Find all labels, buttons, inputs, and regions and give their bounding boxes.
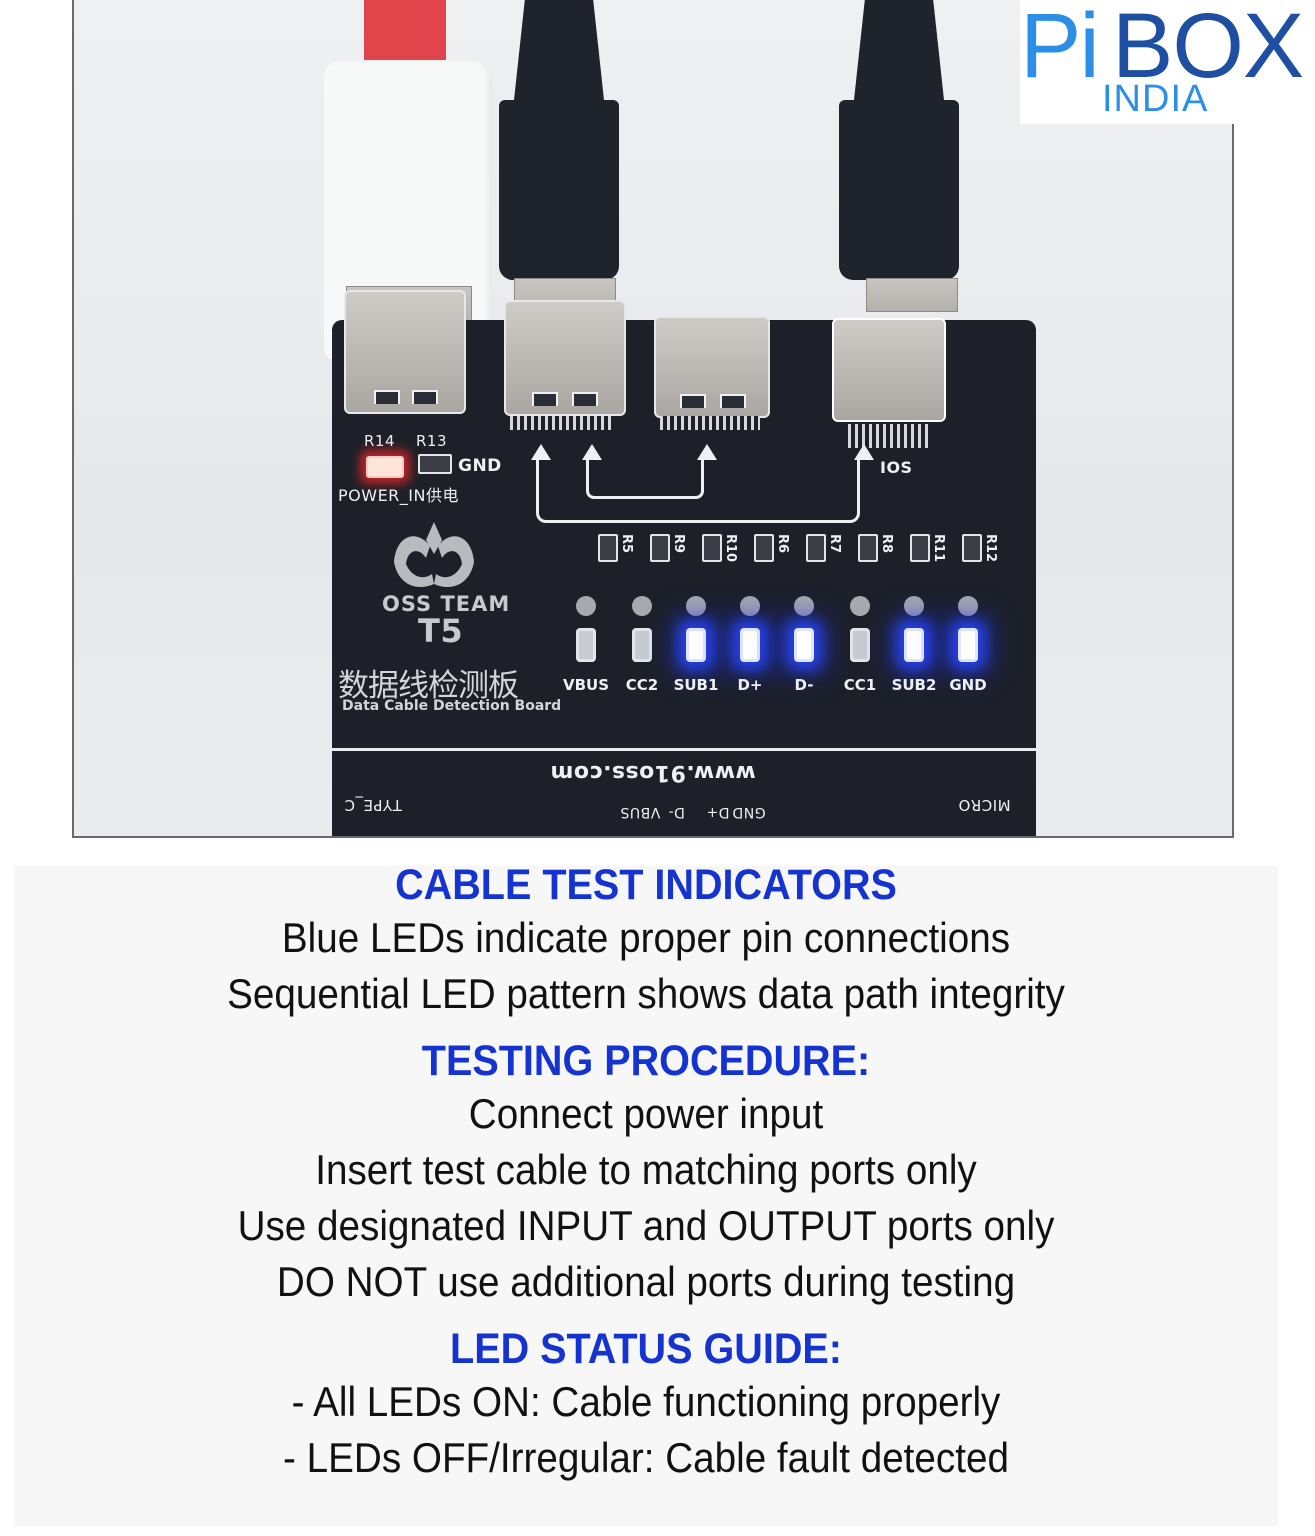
led-gnd [958,628,978,662]
resistor-r8-label: R8 [879,534,894,554]
black-usb-c-plug [499,100,619,280]
section-title: TESTING PROCEDURE: [421,1037,871,1085]
section-line: Use designated INPUT and OUTPUT ports on… [237,1202,1055,1249]
logo-box-text: BOX [1112,0,1304,97]
black-lightning-plug [839,100,959,280]
resistor-r12-label: R12 [983,534,998,563]
ios-label: IOS [880,458,913,477]
gnd-label: GND [458,456,502,476]
test-pad [904,596,924,616]
led-cc1-label: CC1 [843,676,877,694]
r13-resistor [418,454,452,474]
port-2-pins [660,416,760,430]
led-sub2 [904,628,924,662]
title-cn-label: 数据线检测板 [338,668,519,704]
black-cable-2-neck [854,0,944,100]
power-in-label: POWER_IN供电 [338,486,459,505]
pcb-divider [332,748,1036,751]
bottom-pin-d-plus: D+ [706,804,730,820]
led-cc2-label: CC2 [625,676,659,694]
resistor-r11 [910,534,930,562]
bottom-pin-d-minus: D- [668,804,685,820]
port-1-pins [510,416,614,430]
resistor-r11-label: R11 [931,534,946,563]
website-label: www.91oss.com [550,760,756,785]
led-cc1 [850,628,870,662]
section-line: - LEDs OFF/Irregular: Cable fault detect… [283,1434,1009,1481]
r14-label: R14 [364,432,396,450]
test-pad [740,596,760,616]
led-sub2-label: SUB2 [891,676,937,694]
led-vbus-label: VBUS [562,676,610,694]
model-label: T5 [418,612,464,650]
arrow-up-icon [531,444,551,460]
section-line: Insert test cable to matching ports only [315,1146,977,1193]
red-cable [364,0,446,60]
resistor-r6 [754,534,774,562]
section-title: CABLE TEST INDICATORS [395,861,897,909]
black-cable-1-neck [514,0,604,100]
resistor-r7 [806,534,826,562]
section-testing-procedure: TESTING PROCEDURE: Connect power input I… [14,1036,1278,1310]
resistor-r10 [702,534,722,562]
resistor-r7-label: R7 [827,534,842,554]
test-pad [576,596,596,616]
resistor-r10-label: R10 [723,534,738,563]
oss-team-logo-icon [394,522,474,588]
bottom-pin-vbus: VBUS [620,804,661,820]
led-sub1-label: SUB1 [673,676,719,694]
led-d-minus-label: D- [794,676,814,694]
resistor-r5 [598,534,618,562]
resistor-r6-label: R6 [775,534,790,554]
section-line: - All LEDs ON: Cable functioning properl… [291,1378,1001,1425]
section-title: LED STATUS GUIDE: [450,1325,842,1373]
led-d-plus-label: D+ [737,676,763,694]
arrow-up-icon [697,444,717,460]
resistor-r5-label: R5 [619,534,634,554]
test-pad [850,596,870,616]
test-pad [632,596,652,616]
pibox-india-logo: Pi BOX INDIA [1020,0,1315,124]
test-pad [686,596,706,616]
usb-c-port-2 [654,316,770,418]
black-plug-2-metal [866,278,958,312]
led-gnd-label: GND [949,676,987,694]
resistor-r9 [650,534,670,562]
section-cable-test-indicators: CABLE TEST INDICATORS Blue LEDs indicate… [14,860,1278,1022]
resistor-r12 [962,534,982,562]
pcb-board: R14 R13 GND POWER_IN供电 IOS OSS TEAM T5 数… [332,290,1036,836]
title-en-label: Data Cable Detection Board [342,698,562,714]
arrow-up-icon [854,444,874,460]
resistor-r9-label: R9 [671,534,686,554]
bottom-pin-gnd: GND [732,804,766,820]
test-pad [794,596,814,616]
power-led [366,456,404,478]
led-d-minus [794,628,814,662]
led-sub1 [686,628,706,662]
led-cc2 [632,628,652,662]
section-line: Sequential LED pattern shows data path i… [227,970,1065,1017]
product-photo: R14 R13 GND POWER_IN供电 IOS OSS TEAM T5 数… [72,0,1234,838]
type-c-label: TYPE_C [344,796,402,814]
ios-port [832,318,946,422]
r13-label: R13 [416,432,448,450]
connector-path-inner [586,460,704,499]
led-d-plus [740,628,760,662]
section-led-status-guide: LED STATUS GUIDE: - All LEDs ON: Cable f… [14,1324,1278,1486]
usb-c-port-1 [504,300,626,416]
micro-label: MICRO [958,796,1011,814]
section-line: Connect power input [468,1090,824,1137]
connector-path-outer [536,460,860,523]
info-panel: CABLE TEST INDICATORS Blue LEDs indicate… [14,861,1278,1526]
resistor-r8 [858,534,878,562]
section-line: Blue LEDs indicate proper pin connection… [281,914,1011,961]
logo-pi-text: Pi [1020,0,1100,97]
power-usb-c-port [344,290,466,414]
section-line: DO NOT use additional ports during testi… [276,1258,1016,1305]
maker-label: OSS TEAM [382,592,511,616]
test-pad [958,596,978,616]
led-vbus [576,628,596,662]
logo-india-text: INDIA [1102,78,1209,120]
arrow-up-icon [582,444,602,460]
